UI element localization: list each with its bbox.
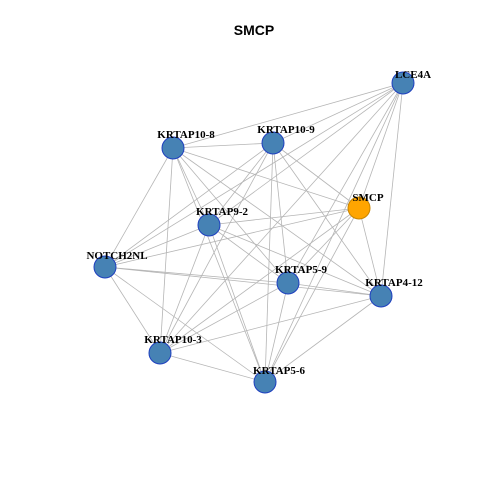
edge-krtap9-2-krtap5-9 xyxy=(208,224,289,284)
node-smcp: SMCP xyxy=(347,192,384,220)
edge-krtap10-8-krtap9-2 xyxy=(172,147,210,226)
node-label-krtap10-3: KRTAP10-3 xyxy=(144,334,202,346)
edge-lce4a-krtap5-6 xyxy=(264,82,404,383)
node-label-lce4a: LCE4A xyxy=(395,69,431,81)
edge-krtap10-3-krtap5-6 xyxy=(159,352,266,383)
edge-lce4a-krtap10-8 xyxy=(172,82,404,149)
edge-notch2nl-krtap4-12 xyxy=(104,266,382,297)
node-circle-krtap10-9 xyxy=(261,131,285,155)
edge-smcp-notch2nl xyxy=(104,207,360,268)
edge-krtap10-9-krtap9-2 xyxy=(208,142,274,226)
edge-krtap5-9-krtap5-6 xyxy=(264,282,289,383)
edge-lce4a-krtap5-9 xyxy=(287,82,404,284)
edge-krtap10-8-krtap10-9 xyxy=(172,142,274,149)
edge-krtap9-2-krtap4-12 xyxy=(208,224,382,297)
edge-krtap5-9-krtap4-12 xyxy=(287,282,382,297)
edge-krtap4-12-krtap5-6 xyxy=(264,295,382,383)
edge-krtap10-8-notch2nl xyxy=(104,147,174,268)
node-krtap5-6: KRTAP5-6 xyxy=(253,365,305,394)
node-krtap9-2: KRTAP9-2 xyxy=(196,206,248,237)
edge-smcp-krtap5-9 xyxy=(287,207,360,284)
edge-krtap4-12-krtap10-3 xyxy=(159,295,382,354)
node-krtap10-8: KRTAP10-8 xyxy=(157,129,215,160)
edge-krtap9-2-krtap5-6 xyxy=(208,224,266,383)
node-circle-krtap5-6 xyxy=(253,370,277,394)
node-label-smcp: SMCP xyxy=(352,192,383,204)
node-circle-krtap4-12 xyxy=(369,284,393,308)
edge-krtap10-8-krtap10-3 xyxy=(159,147,174,354)
edge-krtap10-8-krtap4-12 xyxy=(172,147,382,297)
edge-krtap9-2-notch2nl xyxy=(104,224,210,268)
node-circle-krtap10-8 xyxy=(161,136,185,160)
node-label-krtap4-12: KRTAP4-12 xyxy=(365,277,423,289)
edge-lce4a-krtap4-12 xyxy=(380,82,404,297)
node-krtap5-9: KRTAP5-9 xyxy=(275,264,327,295)
edge-krtap10-9-krtap10-3 xyxy=(159,142,274,354)
node-circle-krtap10-3 xyxy=(148,341,172,365)
node-krtap10-9: KRTAP10-9 xyxy=(257,124,315,155)
edge-smcp-krtap5-6 xyxy=(264,207,360,383)
edge-smcp-krtap4-12 xyxy=(358,207,382,297)
node-krtap4-12: KRTAP4-12 xyxy=(365,277,423,308)
edge-krtap10-8-krtap5-6 xyxy=(172,147,266,383)
edge-krtap10-8-smcp xyxy=(172,147,360,209)
edge-lce4a-krtap10-3 xyxy=(159,82,404,354)
edge-notch2nl-krtap5-6 xyxy=(104,266,266,383)
edge-krtap5-9-krtap10-3 xyxy=(159,282,289,354)
edge-lce4a-notch2nl xyxy=(104,82,404,268)
node-notch2nl: NOTCH2NL xyxy=(86,250,148,279)
edge-notch2nl-krtap5-9 xyxy=(104,266,289,284)
node-label-krtap5-6: KRTAP5-6 xyxy=(253,365,305,377)
edge-smcp-krtap9-2 xyxy=(208,207,360,226)
node-circle-notch2nl xyxy=(93,255,117,279)
node-circle-krtap9-2 xyxy=(197,213,221,237)
edge-krtap10-9-krtap5-9 xyxy=(272,142,289,284)
node-label-krtap9-2: KRTAP9-2 xyxy=(196,206,248,218)
edge-notch2nl-krtap10-3 xyxy=(104,266,161,354)
edge-lce4a-smcp xyxy=(358,82,404,209)
edge-krtap10-9-smcp xyxy=(272,142,360,209)
node-krtap10-3: KRTAP10-3 xyxy=(144,334,202,365)
graph-title: SMCP xyxy=(234,22,274,38)
node-label-krtap5-9: KRTAP5-9 xyxy=(275,264,327,276)
node-circle-smcp xyxy=(347,196,371,220)
node-circle-lce4a xyxy=(391,71,415,95)
node-label-notch2nl: NOTCH2NL xyxy=(86,250,147,262)
node-label-krtap10-9: KRTAP10-9 xyxy=(257,124,315,136)
edge-krtap10-9-notch2nl xyxy=(104,142,274,268)
node-lce4a: LCE4A xyxy=(391,69,431,95)
edge-lce4a-krtap10-9 xyxy=(272,82,404,144)
edge-layer xyxy=(104,82,404,383)
node-label-krtap10-8: KRTAP10-8 xyxy=(157,129,215,141)
edge-krtap9-2-krtap10-3 xyxy=(159,224,210,354)
edge-krtap10-9-krtap4-12 xyxy=(272,142,382,297)
edge-krtap10-9-krtap5-6 xyxy=(264,142,274,383)
node-circle-krtap5-9 xyxy=(276,271,300,295)
